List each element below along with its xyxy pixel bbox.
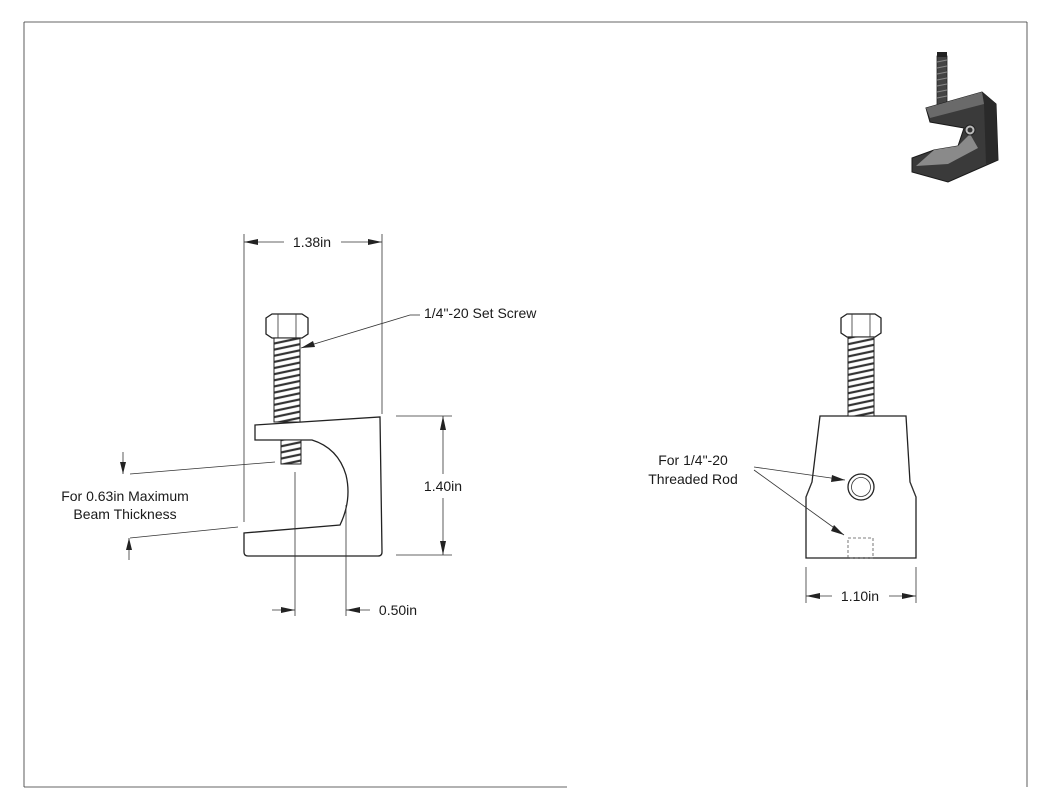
isometric-view [911,52,999,183]
hex-head-front [265,313,309,339]
screw-tip-front [280,439,302,465]
callout-label-beam-line1: For 0.63in Maximum [61,488,189,504]
callout-label-set-screw: 1/4"-20 Set Screw [424,305,537,321]
side-view [805,313,917,559]
callout-label-rod-line1: For 1/4"-20 [658,452,728,468]
dimension-side-width: 1.10in [805,567,917,604]
hex-head-side [840,313,882,338]
dimension-label-overall-width: 1.38in [293,234,331,250]
callout-label-beam-line2: Beam Thickness [73,506,176,522]
dimension-label-throat-depth: 0.50in [379,602,417,618]
clamp-body-front [243,416,383,557]
dimension-throat-depth: 0.50in [272,472,417,618]
hidden-hole [847,537,874,559]
dimension-overall-height: 1.40in [396,415,462,556]
dimension-label-overall-height: 1.40in [424,478,462,494]
threaded-shaft-front [273,337,301,423]
callout-beam-thickness: For 0.63in Maximum Beam Thickness [61,452,276,560]
dimension-overall-width: 1.38in [243,234,383,522]
callout-set-screw: 1/4"-20 Set Screw [300,305,537,349]
dimension-label-side-width: 1.10in [841,588,879,604]
callout-threaded-rod: For 1/4"-20 Threaded Rod [648,452,846,536]
threaded-shaft-side [847,336,875,417]
callout-label-rod-line2: Threaded Rod [648,471,738,487]
sheet-border [23,21,1028,788]
front-view [243,313,383,557]
rod-hole-inner [851,477,871,497]
